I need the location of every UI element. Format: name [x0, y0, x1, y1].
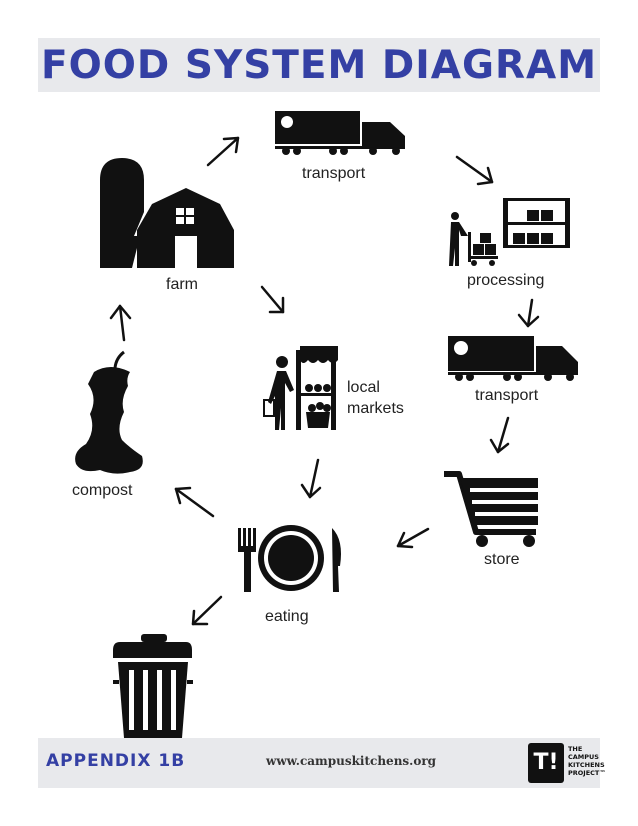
logo-line: KITCHENS [568, 761, 605, 769]
arrow-market-to-eating [300, 458, 322, 499]
truck-icon [275, 111, 405, 155]
label-transport-right: transport [475, 387, 539, 404]
logo-line: CAMPUS [568, 753, 599, 761]
appendix-label: APPENDIX 1B [46, 751, 186, 771]
label-eating: eating [265, 608, 309, 625]
logo-line: THE [568, 745, 583, 753]
logo-text: THE CAMPUS KITCHENS PROJECT™ [568, 745, 606, 777]
arrow-transport-to-store [489, 416, 510, 454]
logo-line: PROJECT™ [568, 769, 606, 777]
label-transport-top: transport [302, 165, 366, 182]
arrow-eating-to-compost [174, 486, 215, 518]
label-processing: processing [467, 272, 545, 289]
arrow-transport-to-processing [455, 155, 494, 186]
shopping-cart-icon [444, 471, 538, 547]
arrow-farm-to-market [260, 285, 285, 314]
page-title: FOOD SYSTEM DIAGRAM [40, 43, 598, 88]
label-local-markets-line2: markets [347, 400, 404, 417]
logo-mark: T! [528, 743, 564, 783]
market-stall-icon [263, 346, 338, 430]
label-farm: farm [166, 276, 198, 293]
title-band: FOOD SYSTEM DIAGRAM [38, 38, 600, 92]
campus-kitchens-logo: T! THE CAMPUS KITCHENS PROJECT™ [528, 743, 606, 783]
label-local-markets-line1: local [347, 379, 380, 396]
silo-barn-icon [100, 158, 234, 268]
warehouse-worker-icon [449, 198, 570, 266]
arrow-farm-to-transport [206, 136, 240, 167]
website-link[interactable]: www.campuskitchens.org [266, 754, 437, 768]
footer-band: APPENDIX 1B www.campuskitchens.org T! TH… [38, 738, 606, 788]
truck-icon [448, 336, 578, 381]
label-store: store [484, 551, 520, 568]
arrow-store-to-eating [396, 527, 430, 549]
trash-can-icon [113, 634, 193, 738]
label-compost: compost [72, 482, 133, 499]
arrow-processing-to-transport [517, 298, 540, 328]
plate-fork-knife-icon [238, 525, 341, 592]
arrow-compost-to-farm [109, 304, 132, 342]
apple-core-icon [75, 350, 143, 474]
arrow-eating-to-trash [191, 595, 223, 626]
